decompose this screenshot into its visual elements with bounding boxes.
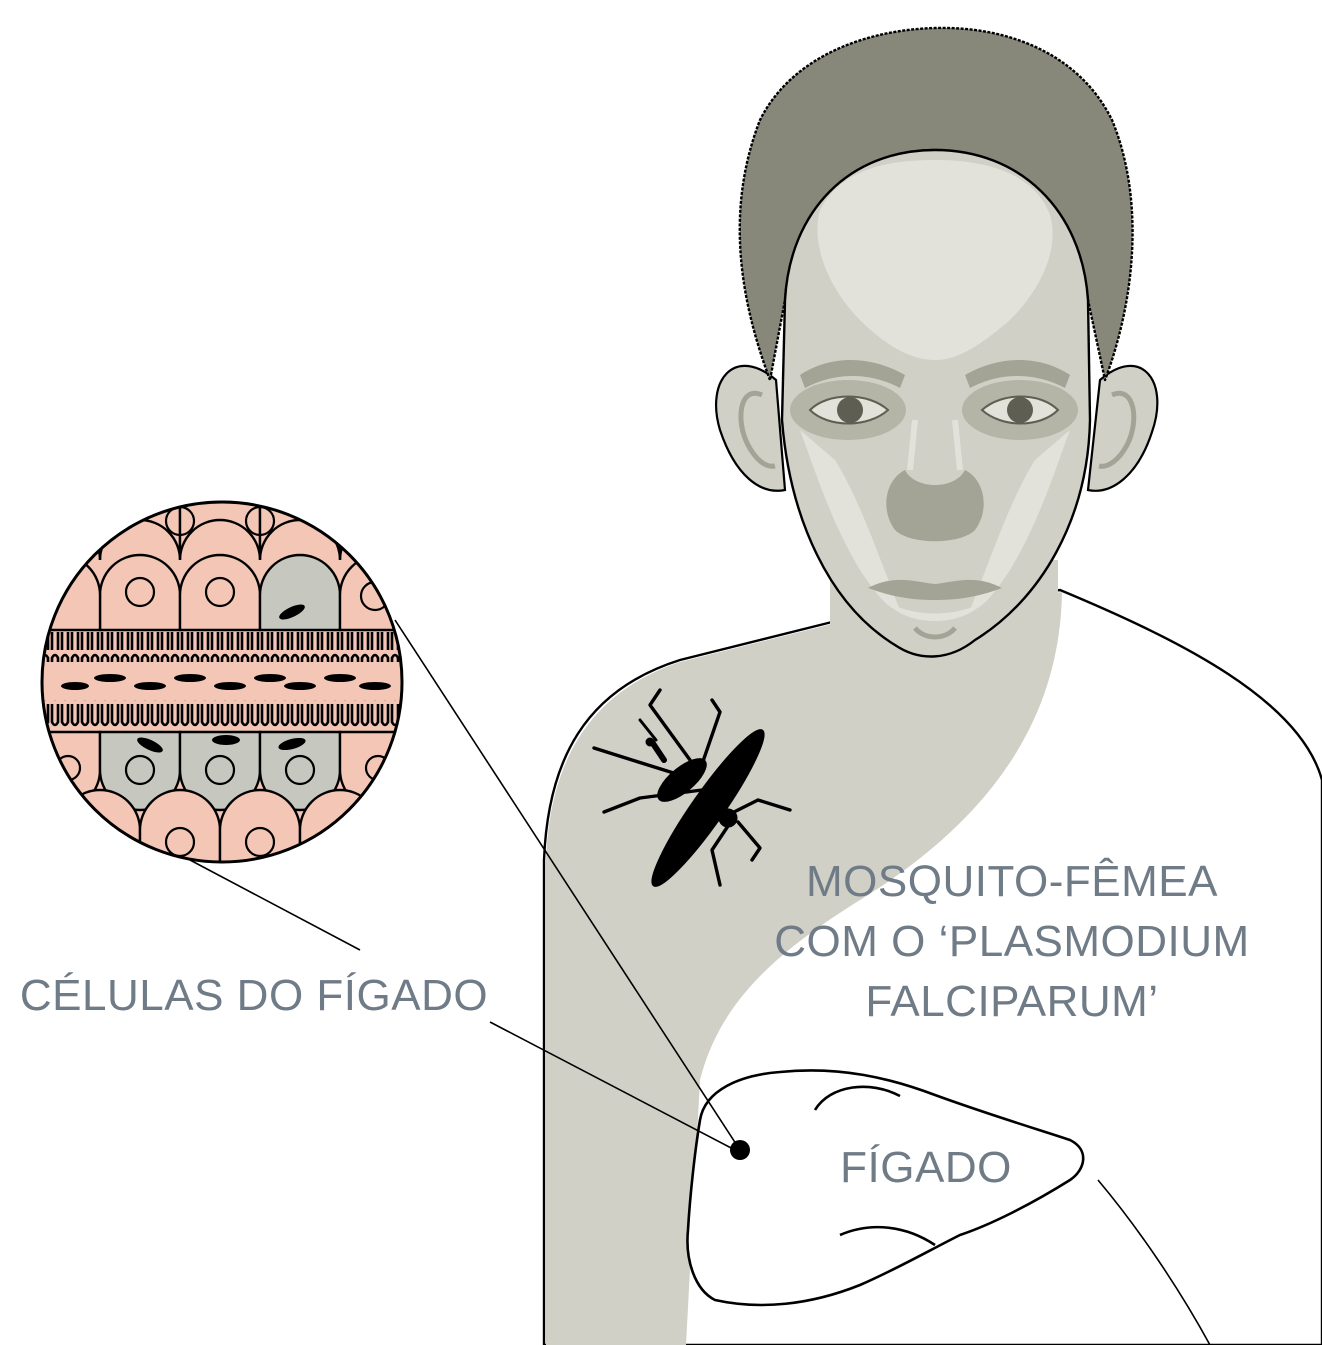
liver-cells-label: CÉLULAS DO FÍGADO (20, 971, 488, 1020)
liver-cells-magnifier (20, 500, 420, 880)
callout-line-label-to-magnifier (190, 860, 360, 950)
left-iris (837, 397, 863, 423)
mosquito-label-line-2: COM O ‘PLASMODIUM (774, 917, 1249, 966)
right-ear (1088, 366, 1157, 491)
right-iris (1007, 397, 1033, 423)
left-ear (716, 366, 785, 491)
mosquito-label-line-1: MOSQUITO-FÊMEA (806, 857, 1218, 906)
mosquito-label-line-3: FALCIPARUM’ (865, 977, 1158, 1026)
liver-label: FÍGADO (840, 1143, 1012, 1192)
